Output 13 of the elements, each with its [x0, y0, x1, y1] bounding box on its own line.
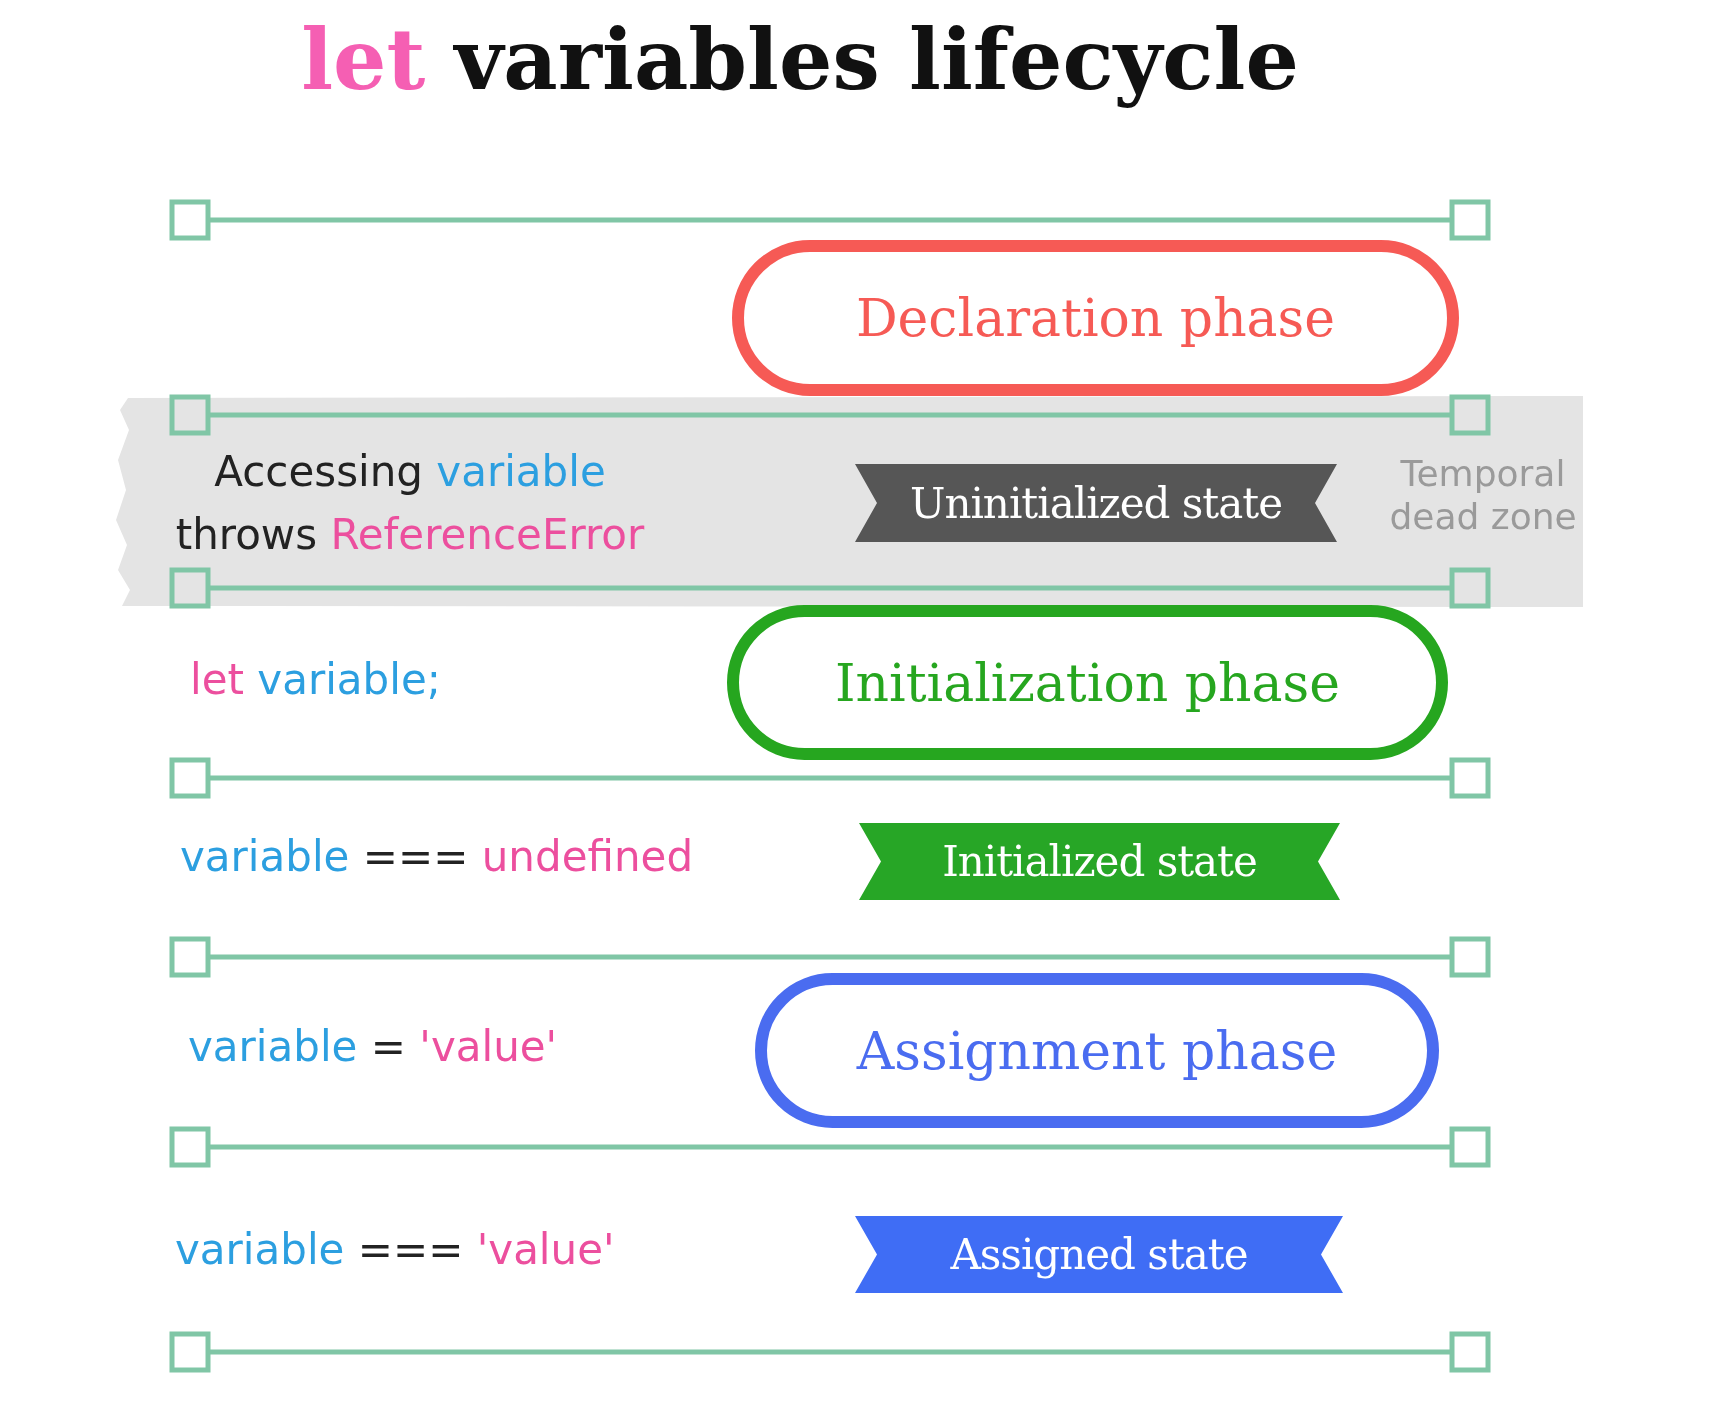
phase-label: Initialization phase [835, 652, 1340, 713]
state-label: Uninitialized state [910, 478, 1282, 528]
state-label: Assigned state [950, 1230, 1248, 1279]
title: let variables lifecycle [300, 10, 1300, 109]
code-snippet: let variable; [190, 655, 441, 704]
code-snippet: variable = 'value' [188, 1022, 558, 1071]
phase-label: Declaration phase [855, 288, 1336, 348]
code-snippet: variable === undefined [180, 832, 694, 881]
code-note: Accessing variable throws ReferenceError [174, 446, 646, 561]
state-label: Initialized state [942, 837, 1257, 886]
phase-label: Assignment phase [856, 1020, 1338, 1081]
zone-label: Temporal dead zone [1388, 452, 1578, 539]
code-snippet: variable === 'value' [175, 1225, 615, 1274]
